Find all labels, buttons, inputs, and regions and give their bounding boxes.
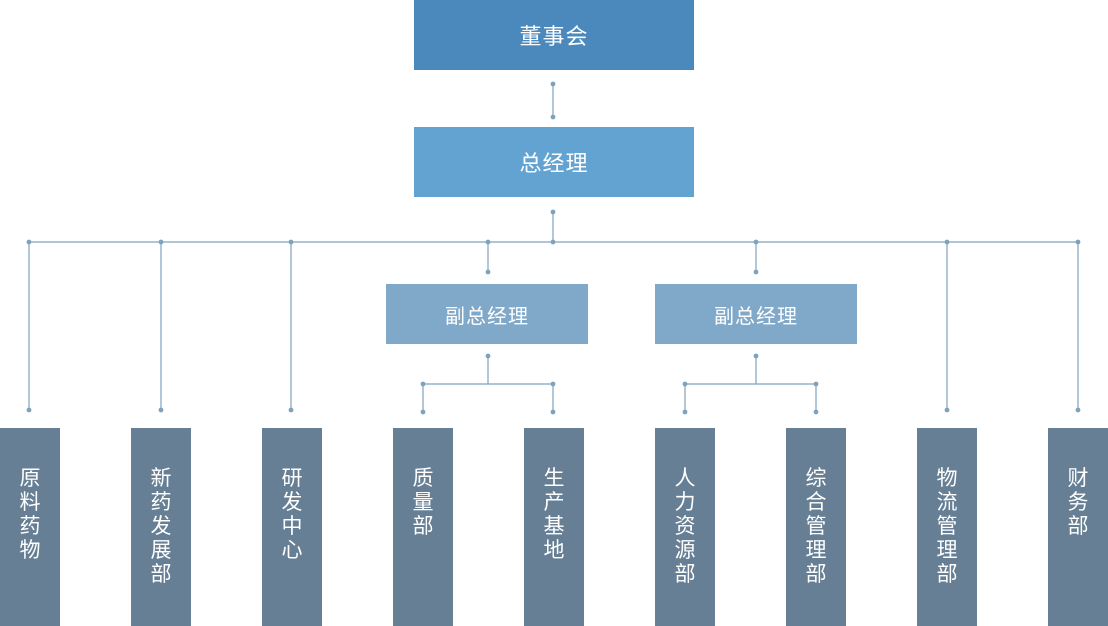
connector-dot	[550, 409, 556, 415]
node-general-manager: 总经理	[414, 127, 694, 197]
connector-dot	[813, 409, 819, 415]
connector-dot	[158, 407, 164, 413]
connector-dot	[420, 409, 426, 415]
node-vice-manager-1-label: 副总经理	[445, 303, 529, 328]
dept-raw-materials: 原料药物	[0, 428, 60, 626]
node-board-label: 董事会	[519, 25, 589, 50]
connector-dot	[26, 407, 32, 413]
node-vice-manager-1: 副总经理	[386, 284, 588, 344]
dept-finance-label: 财务部	[1067, 466, 1089, 538]
dept-human-resources-label: 人力资源部	[674, 466, 696, 586]
dept-new-drug-development-label: 新药发展部	[150, 466, 172, 586]
node-vice-manager-2-label: 副总经理	[714, 303, 798, 328]
dept-rd-center-label: 研发中心	[281, 466, 303, 562]
connector-dot	[1075, 407, 1081, 413]
connector-dot	[682, 409, 688, 415]
connector-dot	[753, 269, 759, 275]
dept-production-base: 生产基地	[524, 428, 584, 626]
node-board: 董事会	[414, 0, 694, 70]
node-general-manager-label: 总经理	[519, 152, 589, 177]
dept-new-drug-development: 新药发展部	[131, 428, 191, 626]
dept-rd-center: 研发中心	[262, 428, 322, 626]
dept-production-base-label: 生产基地	[543, 466, 565, 562]
dept-human-resources: 人力资源部	[655, 428, 715, 626]
dept-finance: 财务部	[1048, 428, 1108, 626]
connector-dot	[550, 209, 556, 215]
connector-dot	[944, 407, 950, 413]
dept-general-management: 综合管理部	[786, 428, 846, 626]
connector-dot	[550, 239, 556, 245]
dept-raw-materials-label: 原料药物	[19, 466, 41, 562]
connector-dot	[485, 353, 491, 359]
dept-logistics-management: 物流管理部	[917, 428, 977, 626]
node-vice-manager-2: 副总经理	[655, 284, 857, 344]
connector-dot	[550, 114, 556, 120]
connector-dot	[753, 353, 759, 359]
connector-dot	[550, 81, 556, 87]
dept-quality-label: 质量部	[412, 466, 434, 538]
connector-dot	[288, 407, 294, 413]
dept-general-management-label: 综合管理部	[805, 466, 827, 586]
dept-quality: 质量部	[393, 428, 453, 626]
dept-logistics-management-label: 物流管理部	[936, 466, 958, 586]
connector-dot	[485, 269, 491, 275]
